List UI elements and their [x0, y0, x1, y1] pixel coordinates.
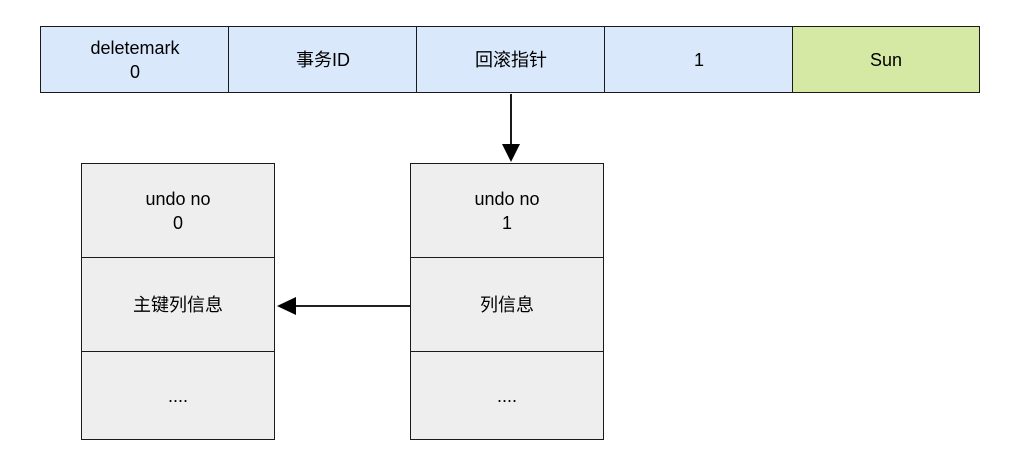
record-field-id: 1	[604, 26, 794, 93]
record-field-deletemark: deletemark 0	[40, 26, 230, 93]
undo-log-1-more: ....	[410, 351, 604, 440]
undo-log-1-info: 列信息	[410, 257, 604, 353]
arrow-undo-1-to-undo-0	[277, 297, 410, 315]
arrow-roll-pointer-to-undo-1	[502, 94, 520, 162]
record-field-roll-pointer: 回滚指针	[416, 26, 606, 93]
undo-log-0-undo-no: undo no 0	[81, 163, 275, 259]
undo-log-1-undo-no: undo no 1	[410, 163, 604, 259]
undo-log-0-info: 主键列信息	[81, 257, 275, 353]
record-field-name: Sun	[792, 26, 980, 93]
undo-log-0-more: ....	[81, 351, 275, 440]
record-field-trx-id: 事务ID	[228, 26, 418, 93]
